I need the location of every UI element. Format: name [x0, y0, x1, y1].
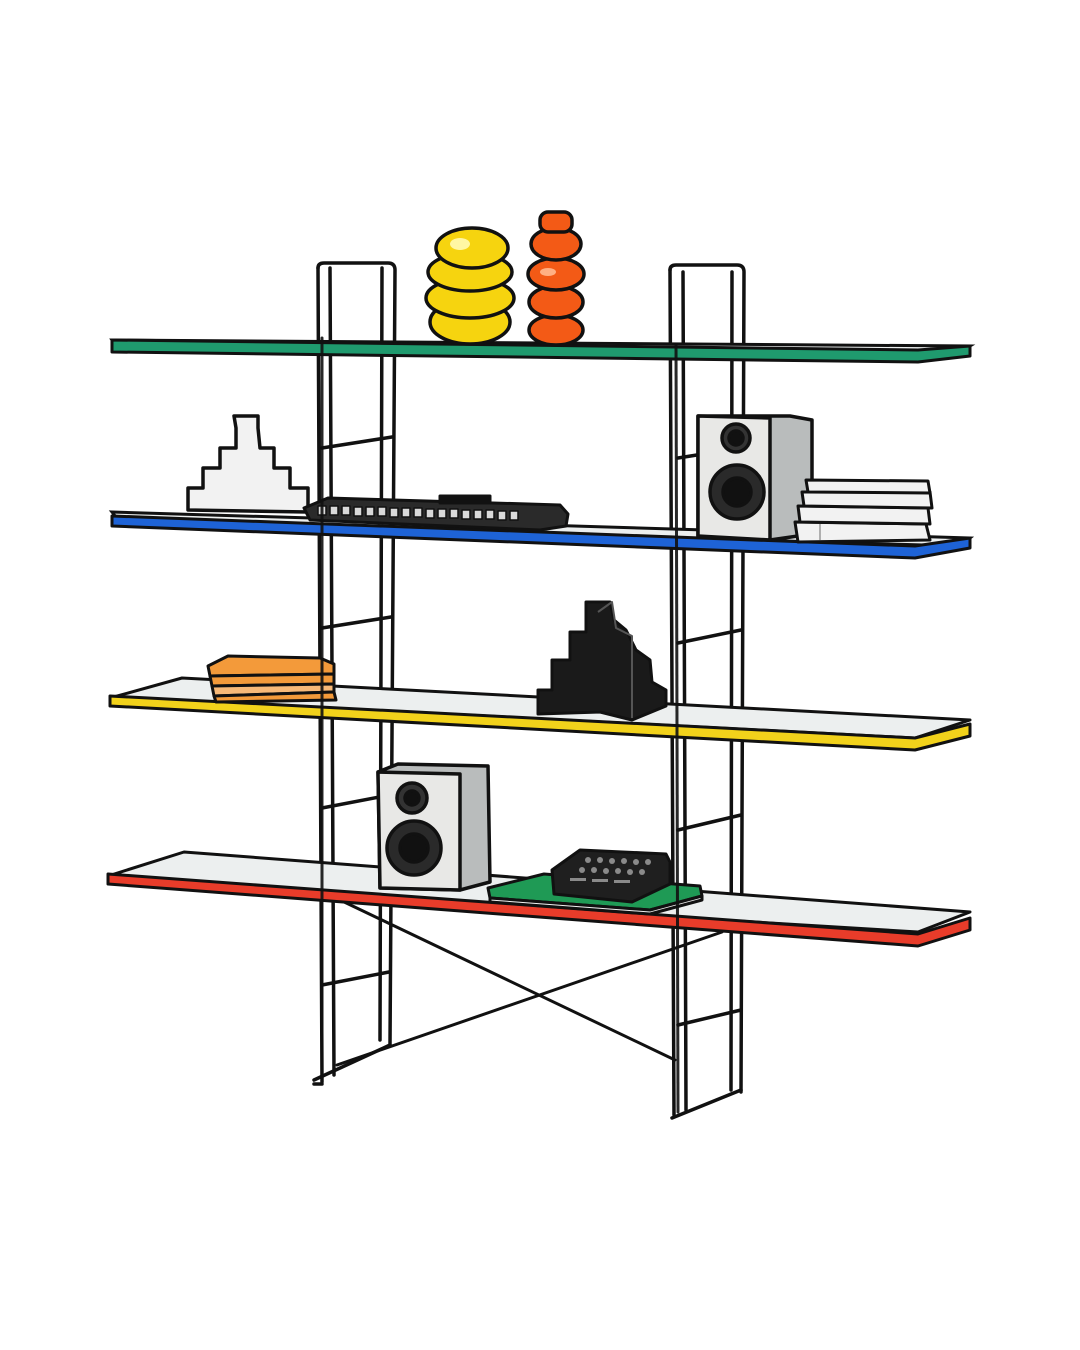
- second-shelf-edge: [110, 514, 972, 560]
- mixer-icon: [550, 848, 672, 904]
- lower-speaker-icon: [376, 762, 492, 892]
- book-stack-icon: [793, 478, 934, 544]
- front-rails: [320, 336, 680, 1114]
- stepped-sculpture-icon: [186, 414, 310, 514]
- top-shelf: [109, 338, 976, 364]
- orange-vase-icon: [526, 210, 586, 347]
- cross-brace: [335, 898, 724, 1067]
- top-shelf-edge: [110, 338, 972, 364]
- keyboard-icon: [302, 494, 570, 532]
- yellow-vase-icon: [424, 226, 516, 346]
- orange-book-stack-icon: [206, 654, 338, 704]
- upper-speaker-icon: [696, 414, 814, 542]
- third-shelf-edge: [108, 694, 972, 752]
- black-stepped-sculpture-icon: [536, 600, 668, 722]
- right-frame-ladder-icon: [668, 263, 746, 1120]
